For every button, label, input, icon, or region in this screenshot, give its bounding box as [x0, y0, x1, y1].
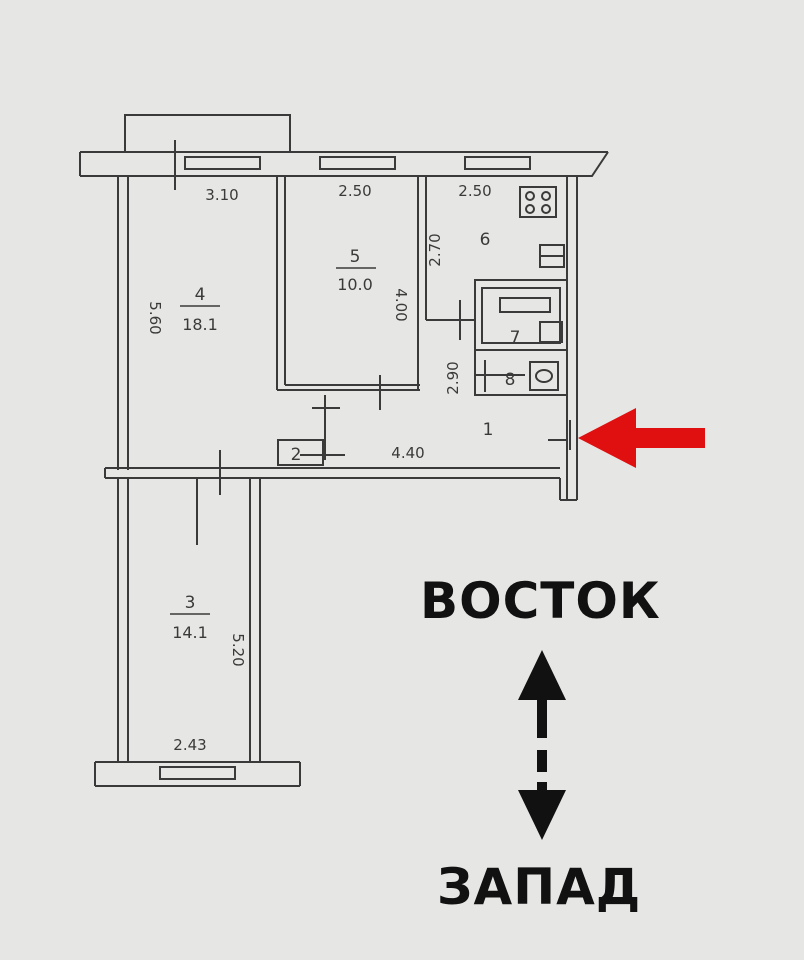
room-1-label: 1: [483, 420, 494, 440]
bathtub-icon: [499, 297, 563, 343]
dim-top-mid: 2.50: [338, 182, 371, 200]
dim-room3-width: 2.43: [173, 736, 206, 754]
compass-dash-icon: [537, 750, 547, 772]
room-5-label: 5 10.0: [336, 247, 376, 294]
balcony: [124, 114, 291, 152]
dim-room4-height: 5.60: [146, 301, 164, 334]
room-6-label: 6: [480, 230, 491, 250]
svg-text:3: 3: [185, 593, 196, 613]
dim-kitchen-height: 2.70: [426, 233, 444, 266]
svg-text:4: 4: [195, 285, 206, 305]
compass-arrow-down-icon: [518, 782, 566, 840]
compass-east-label: ВОСТОК: [420, 572, 661, 630]
svg-text:18.1: 18.1: [182, 315, 218, 334]
svg-text:10.0: 10.0: [337, 275, 373, 294]
room-3-label: 3 14.1: [170, 593, 210, 642]
partitions: [276, 176, 568, 466]
room-4-label: 4 18.1: [180, 285, 220, 334]
toilet-icon: [475, 360, 559, 392]
svg-text:14.1: 14.1: [172, 623, 208, 642]
compass-west-label: ЗАПАД: [437, 858, 642, 916]
dim-hall-width: 4.40: [391, 444, 424, 462]
compass-arrow-up-icon: [518, 650, 566, 738]
sink-icon: [539, 244, 565, 268]
dim-room5-height: 4.00: [392, 288, 410, 321]
room-7-label: 7: [510, 328, 521, 348]
dim-top-left: 3.10: [205, 186, 238, 204]
stove-icon: [519, 186, 557, 218]
top-outer-wall: [79, 140, 609, 190]
left-outer-wall: [117, 176, 129, 470]
dim-bath-height: 2.90: [444, 361, 462, 394]
room-2-label: 2: [291, 445, 302, 465]
middle-wall: [104, 450, 561, 545]
room-8-label: 8: [505, 370, 516, 390]
dim-top-right: 2.50: [458, 182, 491, 200]
room3-walls: [94, 478, 301, 787]
entrance-arrow-icon: [578, 408, 705, 468]
dim-room3-height: 5.20: [229, 633, 247, 666]
svg-text:5: 5: [350, 247, 361, 267]
